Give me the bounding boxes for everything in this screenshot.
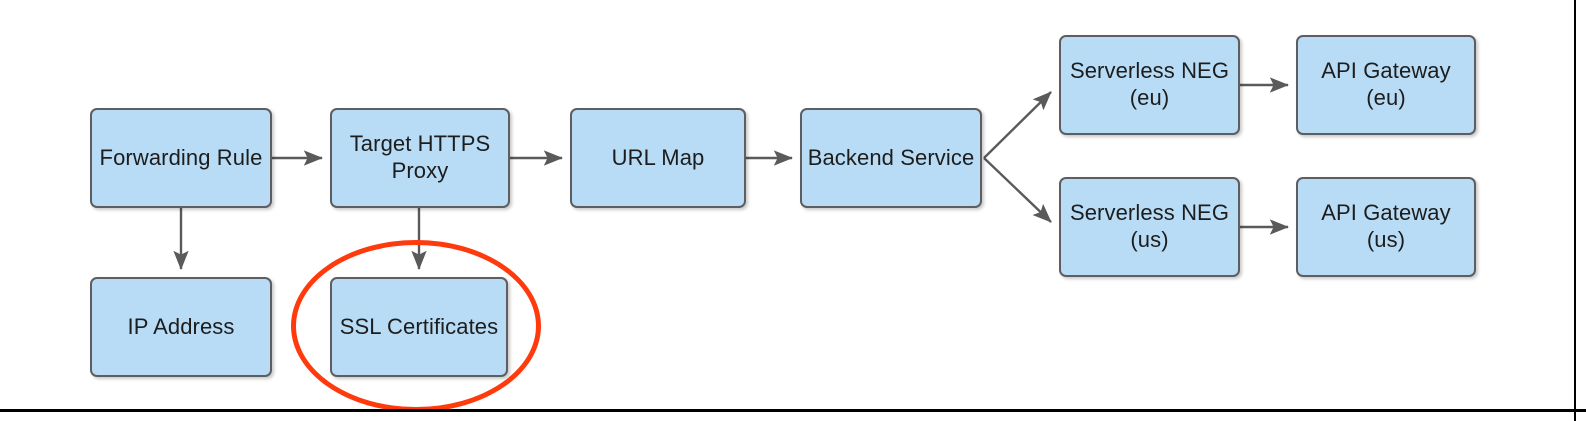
node-forwarding-rule[interactable]: Forwarding Rule — [90, 108, 272, 208]
edge-backend-service-to-serverless-neg-eu — [983, 91, 1052, 159]
node-api-gateway-us[interactable]: API Gateway (us) — [1296, 177, 1476, 277]
frame-right-border — [1574, 0, 1576, 421]
node-ip-address[interactable]: IP Address — [90, 277, 272, 377]
node-serverless-neg-eu[interactable]: Serverless NEG (eu) — [1059, 35, 1240, 135]
edge-backend-service-to-serverless-neg-us — [983, 157, 1052, 223]
node-url-map[interactable]: URL Map — [570, 108, 746, 208]
node-target-https-proxy[interactable]: Target HTTPS Proxy — [330, 108, 510, 208]
node-api-gateway-eu[interactable]: API Gateway (eu) — [1296, 35, 1476, 135]
frame-bottom-border — [0, 409, 1586, 412]
ssl-certificates-highlight-ellipse — [291, 240, 541, 412]
node-serverless-neg-us[interactable]: Serverless NEG (us) — [1059, 177, 1240, 277]
node-backend-service[interactable]: Backend Service — [800, 108, 982, 208]
